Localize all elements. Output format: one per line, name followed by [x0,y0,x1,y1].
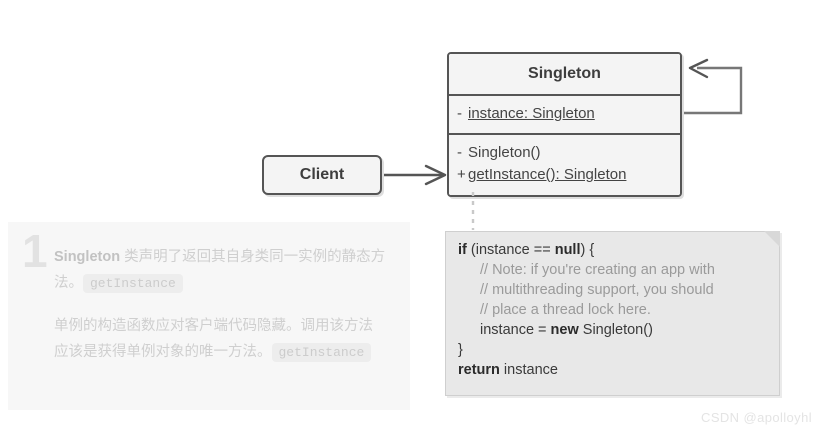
code-token: // Note: if you're creating an app with [480,262,715,278]
note-fold-corner-icon [764,231,780,247]
code-line: return instance [458,360,767,380]
operation-row: +getInstance(): Singleton [457,164,672,186]
code-token: // multithreading support, you should [480,282,714,298]
operation-label: getInstance(): Singleton [468,166,627,183]
code-line: } [458,340,767,360]
code-token: } [458,342,463,358]
code-line: // multithreading support, you should [458,280,767,300]
explanation-text: 类声明了返回其自身类同一实例的静态方法。 [54,249,386,291]
code-token: null [554,242,581,258]
singleton-self-reference-loop [684,58,743,115]
explanation-panel: 1 Singleton 类声明了返回其自身类同一实例的静态方法。getInsta… [8,222,410,410]
explanation-emphasis: Singleton [54,249,121,265]
code-line: if (instance == null) { [458,240,767,260]
attribute-row: -instance: Singleton [457,103,672,125]
code-note-body: if (instance == null) { // Note: if you'r… [458,240,767,380]
code-note-box: if (instance == null) { // Note: if you'r… [445,231,780,396]
code-token: ) { [580,242,595,258]
explanation-step-number: 1 [22,225,48,277]
code-token: new [550,322,579,338]
explanation-paragraph-1: Singleton 类声明了返回其自身类同一实例的静态方法。getInstanc… [54,244,386,297]
code-line: // Note: if you're creating an app with [458,260,767,280]
attribute-visibility: - [457,105,462,122]
operation-visibility: + [457,166,466,183]
singleton-operations-compartment: -Singleton() +getInstance(): Singleton [449,135,680,195]
code-token: instance [499,362,558,378]
code-line: // place a thread lock here. [458,300,767,320]
client-class-label: Client [299,166,345,183]
code-token: (instance == [466,242,555,258]
operation-row: -Singleton() [457,142,672,164]
explanation-text: 单例的构造函数应对客户端代码隐藏。调用该方法应该是获得单例对象的唯一方法。 [54,318,373,360]
explanation-paragraph-2: 单例的构造函数应对客户端代码隐藏。调用该方法应该是获得单例对象的唯一方法。get… [54,313,386,366]
code-line: instance = new Singleton() [458,320,767,340]
code-token: return [458,362,500,378]
inline-code-chip: getInstance [83,274,183,293]
client-to-singleton-arrow [384,164,447,186]
singleton-class-box[interactable]: Singleton -instance: Singleton -Singleto… [447,52,682,197]
attribute-label: instance: Singleton [468,105,595,122]
code-token: Singleton() [578,322,653,338]
singleton-class-title: Singleton [449,54,680,96]
operation-visibility: - [457,144,462,161]
inline-code-chip: getInstance [271,343,372,362]
code-token: instance = [480,322,551,338]
watermark-label: CSDN @apolloyhl [701,410,812,425]
operation-label: Singleton() [468,144,541,161]
code-token: if [458,242,467,258]
client-class-box[interactable]: Client [262,155,382,195]
singleton-attributes-compartment: -instance: Singleton [449,96,680,135]
code-token: // place a thread lock here. [480,302,651,318]
